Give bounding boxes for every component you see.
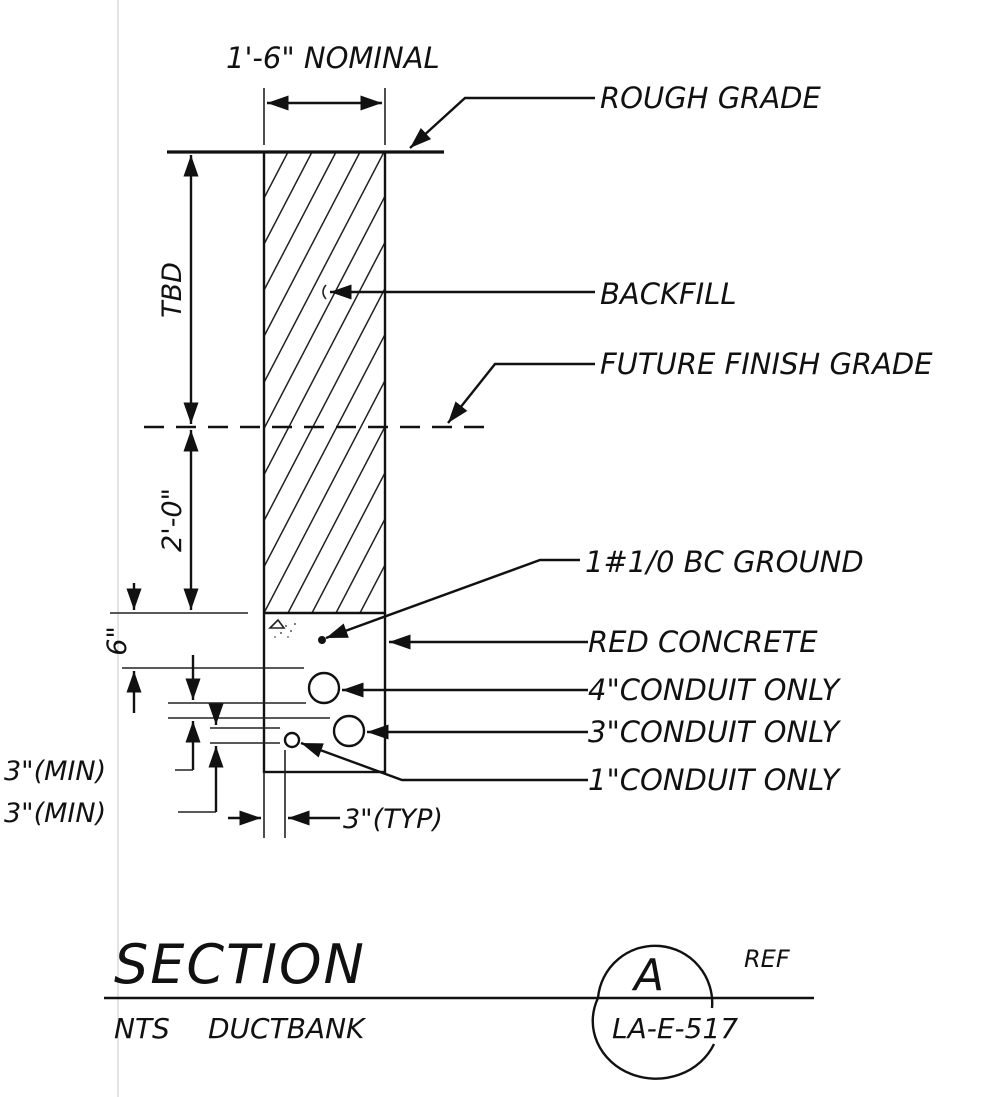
depth-tbd-label: TBD bbox=[157, 262, 188, 318]
ref-label: REF bbox=[744, 945, 791, 973]
hatch-line bbox=[936, 152, 990, 613]
hatch-line bbox=[768, 152, 990, 613]
hatch-line bbox=[984, 152, 990, 613]
depth-2ft-label: 2'-0" bbox=[157, 488, 188, 552]
future-finish-grade-leader bbox=[447, 362, 595, 424]
section-letter: A bbox=[631, 950, 666, 1001]
width-dimension-label: 1'-6" NOMINAL bbox=[226, 41, 440, 75]
ground-conductor bbox=[318, 636, 326, 644]
hatch-line bbox=[960, 152, 990, 613]
hatch-line bbox=[624, 152, 864, 613]
backfill-hatch bbox=[264, 152, 990, 613]
hatch-line bbox=[888, 152, 990, 613]
conduit-1in bbox=[283, 731, 301, 749]
cover-6in-label: 6" bbox=[102, 626, 133, 656]
sheet-ref-label: LA-E-517 bbox=[612, 1012, 738, 1045]
side-clearance-label: 3"(TYP) bbox=[343, 804, 443, 835]
hatch-line bbox=[528, 152, 768, 613]
section-title: SECTION bbox=[114, 933, 366, 996]
hatch-line bbox=[264, 152, 265, 154]
hatch-line bbox=[264, 152, 313, 246]
spacing-min-label-2: 3"(MIN) bbox=[4, 798, 106, 829]
conduit-1in-label: 1"CONDUIT ONLY bbox=[588, 763, 842, 797]
conduit-4in bbox=[307, 671, 341, 705]
hatch-line bbox=[408, 152, 648, 613]
hatch-line bbox=[720, 152, 960, 613]
hatch-line bbox=[287, 425, 385, 613]
conduit-3in bbox=[332, 714, 366, 748]
hatch-line bbox=[600, 152, 840, 613]
hatch-line bbox=[648, 152, 888, 613]
hatch-line bbox=[672, 152, 912, 613]
hatch-line bbox=[383, 609, 385, 613]
red-concrete-label: RED CONCRETE bbox=[588, 625, 818, 659]
hatch-line bbox=[816, 152, 990, 613]
hatch-line bbox=[840, 152, 990, 613]
hatch-line bbox=[696, 152, 936, 613]
hatch-line bbox=[552, 152, 792, 613]
subject-label: DUCTBANK bbox=[208, 1012, 367, 1045]
conduit-4in-label: 4"CONDUIT ONLY bbox=[588, 673, 842, 707]
scale-label: NTS bbox=[114, 1012, 170, 1045]
rough-grade-label: ROUGH GRADE bbox=[600, 81, 821, 115]
hatch-line bbox=[480, 152, 720, 613]
hatch-line bbox=[335, 517, 385, 613]
rough-grade-leader bbox=[409, 96, 595, 149]
ground-label: 1#1/0 BC GROUND bbox=[585, 545, 864, 579]
spacing-min-label-1: 3"(MIN) bbox=[4, 756, 106, 787]
hatch-line bbox=[311, 471, 385, 613]
concrete-speckle bbox=[268, 618, 296, 638]
hatch-line bbox=[912, 152, 990, 613]
hatch-line bbox=[264, 194, 385, 431]
hatch-line bbox=[864, 152, 990, 613]
conduit-3in-label: 3"CONDUIT ONLY bbox=[588, 715, 842, 749]
hatch-line bbox=[264, 152, 337, 292]
backfill-label: BACKFILL bbox=[600, 277, 737, 311]
hatch-line bbox=[264, 152, 361, 339]
ground-leader bbox=[325, 558, 580, 640]
future-finish-grade-label: FUTURE FINISH GRADE bbox=[600, 347, 933, 381]
hatch-line bbox=[456, 152, 696, 613]
hatch-line bbox=[432, 152, 672, 613]
hatch-line bbox=[744, 152, 984, 613]
conduit-1in-leader bbox=[300, 741, 588, 782]
hatch-line bbox=[504, 152, 744, 613]
hatch-line bbox=[264, 152, 385, 385]
hatch-line bbox=[576, 152, 816, 613]
hatch-line bbox=[264, 286, 385, 523]
section-bubble bbox=[591, 944, 716, 1080]
hatch-line bbox=[264, 240, 385, 477]
hatch-line bbox=[792, 152, 990, 613]
hatch-line bbox=[264, 332, 385, 569]
